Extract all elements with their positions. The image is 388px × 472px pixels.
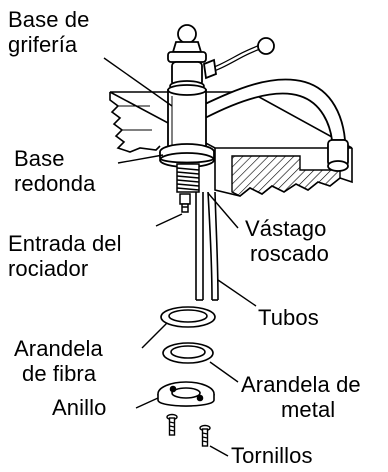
label-base-griferia-line2: grifería [8, 32, 78, 57]
label-arandela-metal-line2: metal [281, 397, 336, 422]
handle-lever [203, 37, 275, 80]
label-arandela-metal-line1: Arandela de [241, 372, 361, 397]
label-entrada-rociador-line1: Entrada del [8, 231, 122, 256]
label-base-redonda-line2: redonda [14, 171, 96, 196]
screws [166, 413, 211, 447]
label-anillo: Anillo [52, 395, 107, 420]
sprayer-inlet [179, 193, 191, 213]
threaded-shank [176, 163, 200, 193]
spout [204, 78, 349, 172]
label-arandela-fibra-line1: Arandela [14, 336, 103, 361]
label-base-griferia-line1: Base de [8, 7, 90, 32]
label-arandela-fibra-line2: de fibra [22, 361, 97, 386]
leader-lines [103, 57, 257, 457]
label-vastago-roscado-line2: roscado [250, 241, 329, 266]
label-tornillos: Tornillos [231, 443, 313, 468]
counter-deck [109, 91, 353, 197]
label-base-redonda-line1: Base [14, 146, 65, 171]
mounting-ring [157, 381, 215, 407]
label-tubos: Tubos [258, 305, 319, 330]
label-entrada-rociador-line2: rociador [8, 256, 89, 281]
fiber-washer [160, 306, 216, 328]
metal-washer [162, 342, 214, 364]
label-vastago-roscado-line1: Vástago [245, 216, 327, 241]
supply-tubes [195, 191, 219, 301]
faucet-body [159, 24, 215, 168]
